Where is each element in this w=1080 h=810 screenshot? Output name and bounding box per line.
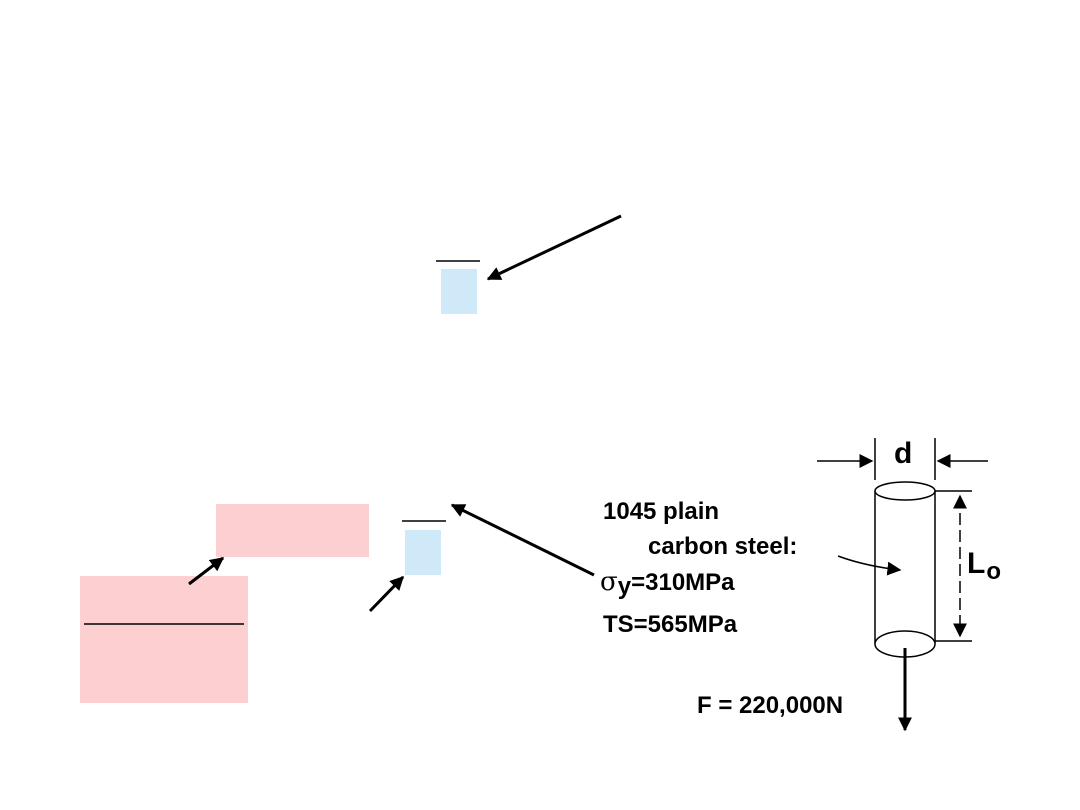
lower-pointer-arrow xyxy=(450,503,595,577)
yield-subscript: y xyxy=(617,573,632,600)
lower-blue-arrow-left xyxy=(368,575,405,613)
sigma-symbol: σ xyxy=(600,567,618,597)
force-label: F = 220,000N xyxy=(697,692,844,719)
pink-box-top xyxy=(216,504,369,557)
upper-pointer-arrow xyxy=(486,214,622,281)
yield-strength-value: =310MPa xyxy=(631,569,735,596)
material-name-line2: carbon steel: xyxy=(648,533,798,560)
material-pointer-arrow xyxy=(837,555,902,576)
length-label-main: L xyxy=(967,547,986,580)
pink-link-arrow xyxy=(188,556,225,586)
yield-strength-label: σy=310MPa xyxy=(600,567,735,599)
length-label-subscript: o xyxy=(986,558,1001,585)
length-label: Lo xyxy=(967,547,1001,584)
specimen-top-face xyxy=(874,481,936,501)
tensile-strength-label: TS=565MPa xyxy=(603,611,738,638)
material-name-line1: 1045 plain xyxy=(603,498,720,525)
lower-blue-box xyxy=(405,530,441,575)
diameter-label: d xyxy=(894,437,913,470)
pink-box-bottom xyxy=(80,576,248,703)
steel-specimen xyxy=(874,481,936,658)
upper-blue-box xyxy=(441,269,477,314)
